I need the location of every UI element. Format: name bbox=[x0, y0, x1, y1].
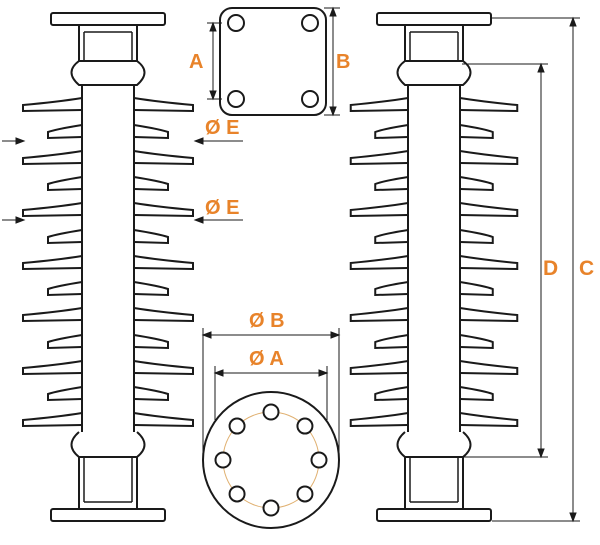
small-shed bbox=[374, 229, 494, 245]
small-shed bbox=[47, 386, 169, 402]
top-end-fitting bbox=[404, 24, 464, 62]
large-shed bbox=[349, 360, 519, 376]
flange-bolt-hole bbox=[214, 451, 232, 469]
large-shed bbox=[349, 307, 519, 323]
small-shed bbox=[374, 334, 494, 350]
top-end-plate bbox=[376, 12, 492, 26]
large-shed bbox=[22, 202, 194, 218]
large-shed bbox=[22, 307, 194, 323]
large-shed bbox=[22, 150, 194, 166]
small-shed bbox=[374, 386, 494, 402]
large-shed bbox=[349, 202, 519, 218]
dimension-b-line bbox=[324, 6, 340, 117]
top-end-fitting bbox=[78, 24, 138, 62]
label-flange-outer: Ø B bbox=[249, 310, 285, 332]
bottom-crimp bbox=[396, 431, 472, 458]
label-d: D bbox=[543, 257, 558, 280]
flange-bolt-hole bbox=[296, 417, 314, 435]
insulator-left-view bbox=[22, 12, 194, 522]
small-shed bbox=[47, 176, 169, 192]
dimension-shed-diameter-mid bbox=[2, 216, 243, 224]
large-shed bbox=[349, 412, 519, 428]
small-shed bbox=[374, 124, 494, 140]
dimension-flange-outer bbox=[201, 328, 341, 460]
small-shed bbox=[47, 229, 169, 245]
bottom-crimp bbox=[70, 431, 146, 458]
plate-bolt-hole bbox=[227, 90, 245, 108]
plate-bolt-hole bbox=[301, 90, 319, 108]
insulator-right-view bbox=[349, 12, 519, 522]
bottom-end-plate bbox=[50, 508, 166, 522]
dimension-shed-diameter-top bbox=[2, 137, 243, 145]
top-crimp bbox=[70, 60, 146, 86]
large-shed bbox=[349, 150, 519, 166]
dimension-bolt-circle bbox=[213, 366, 329, 420]
label-b: B bbox=[336, 51, 350, 73]
large-shed bbox=[22, 255, 194, 271]
flange-bolt-hole bbox=[228, 417, 246, 435]
label-a: A bbox=[189, 51, 203, 73]
round-flange bbox=[202, 391, 340, 529]
flange-bolt-holes bbox=[214, 403, 328, 517]
large-shed bbox=[349, 255, 519, 271]
large-shed bbox=[22, 97, 194, 113]
dimension-a-line bbox=[207, 21, 222, 101]
flange-bolt-hole bbox=[228, 485, 246, 503]
large-shed bbox=[22, 412, 194, 428]
large-shed bbox=[349, 97, 519, 113]
dimension-d-line bbox=[462, 62, 548, 459]
small-shed bbox=[374, 176, 494, 192]
small-shed bbox=[47, 334, 169, 350]
square-end-plate bbox=[219, 7, 327, 116]
bottom-end-fitting bbox=[404, 456, 464, 510]
small-shed bbox=[47, 281, 169, 297]
flange-bolt-hole bbox=[262, 499, 280, 517]
plate-bolt-hole bbox=[301, 14, 319, 32]
small-shed bbox=[47, 124, 169, 140]
flange-bolt-hole bbox=[296, 485, 314, 503]
small-shed bbox=[374, 281, 494, 297]
bottom-end-fitting bbox=[78, 456, 138, 510]
bottom-end-plate bbox=[376, 508, 492, 522]
label-shed-diameter-mid: Ø E bbox=[205, 197, 239, 219]
label-c: C bbox=[579, 257, 594, 280]
flange-bolt-hole bbox=[310, 451, 328, 469]
label-bolt-circle: Ø A bbox=[249, 348, 284, 370]
label-shed-diameter-top: Ø E bbox=[205, 117, 239, 139]
top-end-plate bbox=[50, 12, 166, 26]
dimension-c-line bbox=[492, 16, 580, 523]
plate-bolt-hole bbox=[227, 14, 245, 32]
flange-bolt-hole bbox=[262, 403, 280, 421]
top-crimp bbox=[396, 60, 472, 86]
large-shed bbox=[22, 360, 194, 376]
